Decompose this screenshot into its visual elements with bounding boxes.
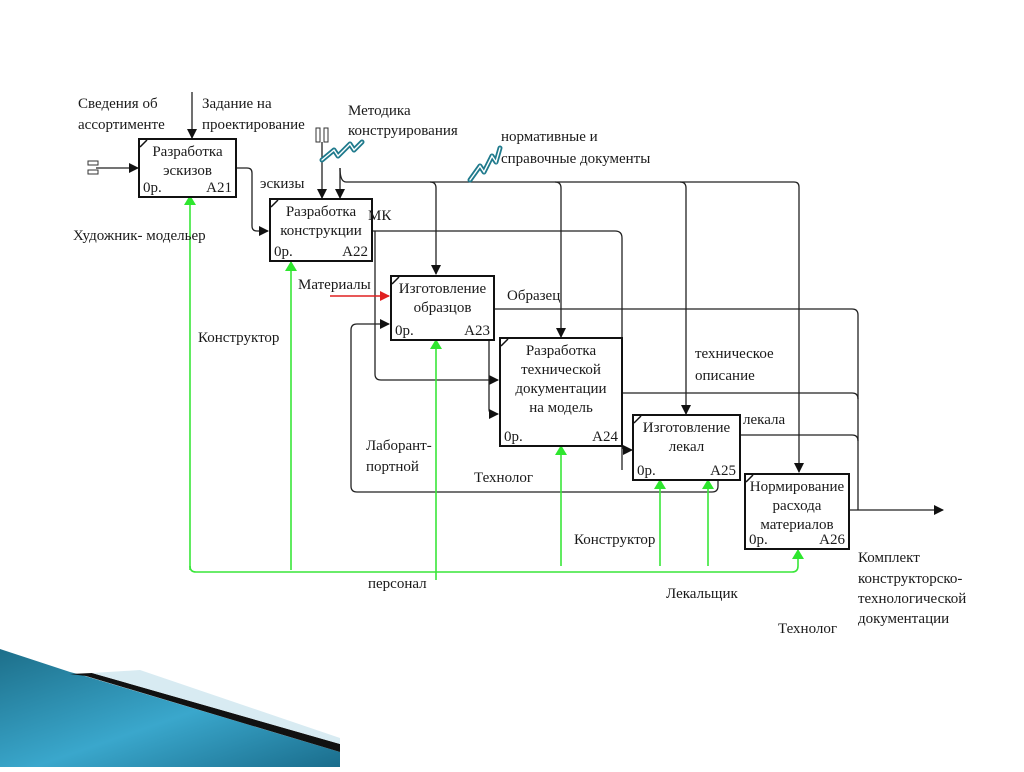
box-title-line: материалов	[760, 517, 833, 533]
box-cost: 0р.	[637, 463, 656, 479]
box-frame	[390, 275, 495, 341]
box-title-line: на модель	[529, 400, 593, 416]
tunnel-normativnye-icon	[467, 145, 503, 183]
label-laborant: Лаборант-	[366, 438, 432, 454]
svg-text:справочные документы: справочные документы	[501, 151, 650, 167]
label-konstruktor-1: Конструктор	[198, 330, 279, 346]
box-title-line: Изготовление	[399, 281, 487, 297]
box-node-number: A26	[819, 532, 845, 548]
box-title-line: Изготовление	[643, 420, 731, 436]
arrow-normativnye-bus	[339, 167, 804, 473]
activity-box-a25[interactable]: Изготовление лекал 0р. A25	[632, 414, 741, 481]
label-tekhnicheskoe: техническое	[695, 346, 774, 362]
svg-text:конструирования: конструирования	[348, 123, 458, 139]
svg-text:описание: описание	[695, 368, 755, 384]
tunnel-metodika-icon	[319, 139, 365, 163]
connector-arrows	[96, 92, 944, 515]
box-title-line: расхода	[773, 498, 822, 514]
label-personal: персонал	[368, 576, 427, 592]
box-corner-mark	[139, 139, 148, 148]
labels: Сведения об ассортименте Задание на прое…	[73, 96, 966, 637]
label-khudozhnik: Художник- модельер	[73, 228, 206, 244]
tunnel-bracket-icon	[87, 160, 99, 166]
box-title-line: Разработка	[152, 144, 223, 160]
personal-bus	[189, 549, 804, 573]
box-title-line: технической	[521, 362, 601, 378]
box-corner-mark	[391, 276, 400, 285]
box-corner-mark	[270, 199, 279, 208]
box-cost: 0р.	[504, 429, 523, 445]
svg-text:ассортименте: ассортименте	[78, 117, 165, 133]
box-frame	[744, 473, 850, 550]
label-zadanie: Задание на	[202, 96, 272, 112]
activity-box-a22[interactable]: Разработка конструкции 0р. A22	[269, 198, 373, 262]
slide-decoration	[0, 649, 340, 767]
label-svedeniya: Сведения об	[78, 96, 158, 112]
box-cost: 0р.	[749, 532, 768, 548]
box-corner-mark	[745, 474, 754, 483]
label-normativnye: нормативные и	[501, 129, 598, 145]
box-cost: 0р.	[143, 180, 162, 196]
label-tekhnolog-1: Технолог	[474, 470, 533, 486]
label-eskizy: эскизы	[260, 176, 304, 192]
label-tekhnolog-2: Технолог	[778, 621, 837, 637]
activity-box-a24[interactable]: Разработка технической документации на моде…	[499, 337, 623, 447]
mechanism-arrows	[184, 195, 804, 580]
box-title-line: Разработка	[286, 204, 357, 220]
box-title-line: Нормирование	[750, 479, 845, 495]
label-konstruktor-2: Конструктор	[574, 532, 655, 548]
label-lekala: лекала	[743, 412, 785, 428]
box-frame	[138, 138, 237, 198]
box-node-number: A25	[710, 463, 736, 479]
box-title-line: Разработка	[526, 343, 597, 359]
svg-text:портной: портной	[366, 459, 419, 475]
box-corner-mark	[633, 415, 642, 424]
box-frame	[632, 414, 741, 481]
box-node-number: A24	[592, 429, 618, 445]
box-node-number: A23	[464, 323, 490, 339]
arrow-eskizy	[235, 167, 269, 236]
box-title-line: конструкции	[280, 223, 362, 239]
box-node-number: A21	[206, 180, 232, 196]
label-metodika: Методика	[348, 103, 411, 119]
svg-text:документации: документации	[858, 611, 949, 627]
arrow-mk	[372, 230, 623, 470]
box-frame	[499, 337, 623, 447]
box-title-line: эскизов	[163, 163, 212, 179]
svg-text:технологической: технологической	[858, 591, 966, 607]
label-lekalshchik: Лекальщик	[666, 586, 738, 602]
arrow-obrazets	[494, 308, 859, 510]
svg-text:конструкторско-: конструкторско-	[858, 571, 962, 587]
label-komplekt: Комплект	[858, 550, 920, 566]
box-title-line: документации	[515, 381, 606, 397]
box-cost: 0р.	[395, 323, 414, 339]
box-cost: 0р.	[274, 244, 293, 260]
svg-text:проектирование: проектирование	[202, 117, 305, 133]
label-mk: МК	[368, 208, 392, 224]
arrow-feedback	[350, 319, 719, 493]
box-title-line: образцов	[414, 300, 472, 316]
tunnel-icons	[87, 127, 503, 183]
box-corner-mark	[500, 338, 509, 347]
label-materialy: Материалы	[298, 277, 371, 293]
box-frame	[269, 198, 373, 262]
box-node-number: A22	[342, 244, 368, 260]
label-obrazets: Образец	[507, 288, 560, 304]
box-title-line: лекал	[669, 439, 705, 455]
